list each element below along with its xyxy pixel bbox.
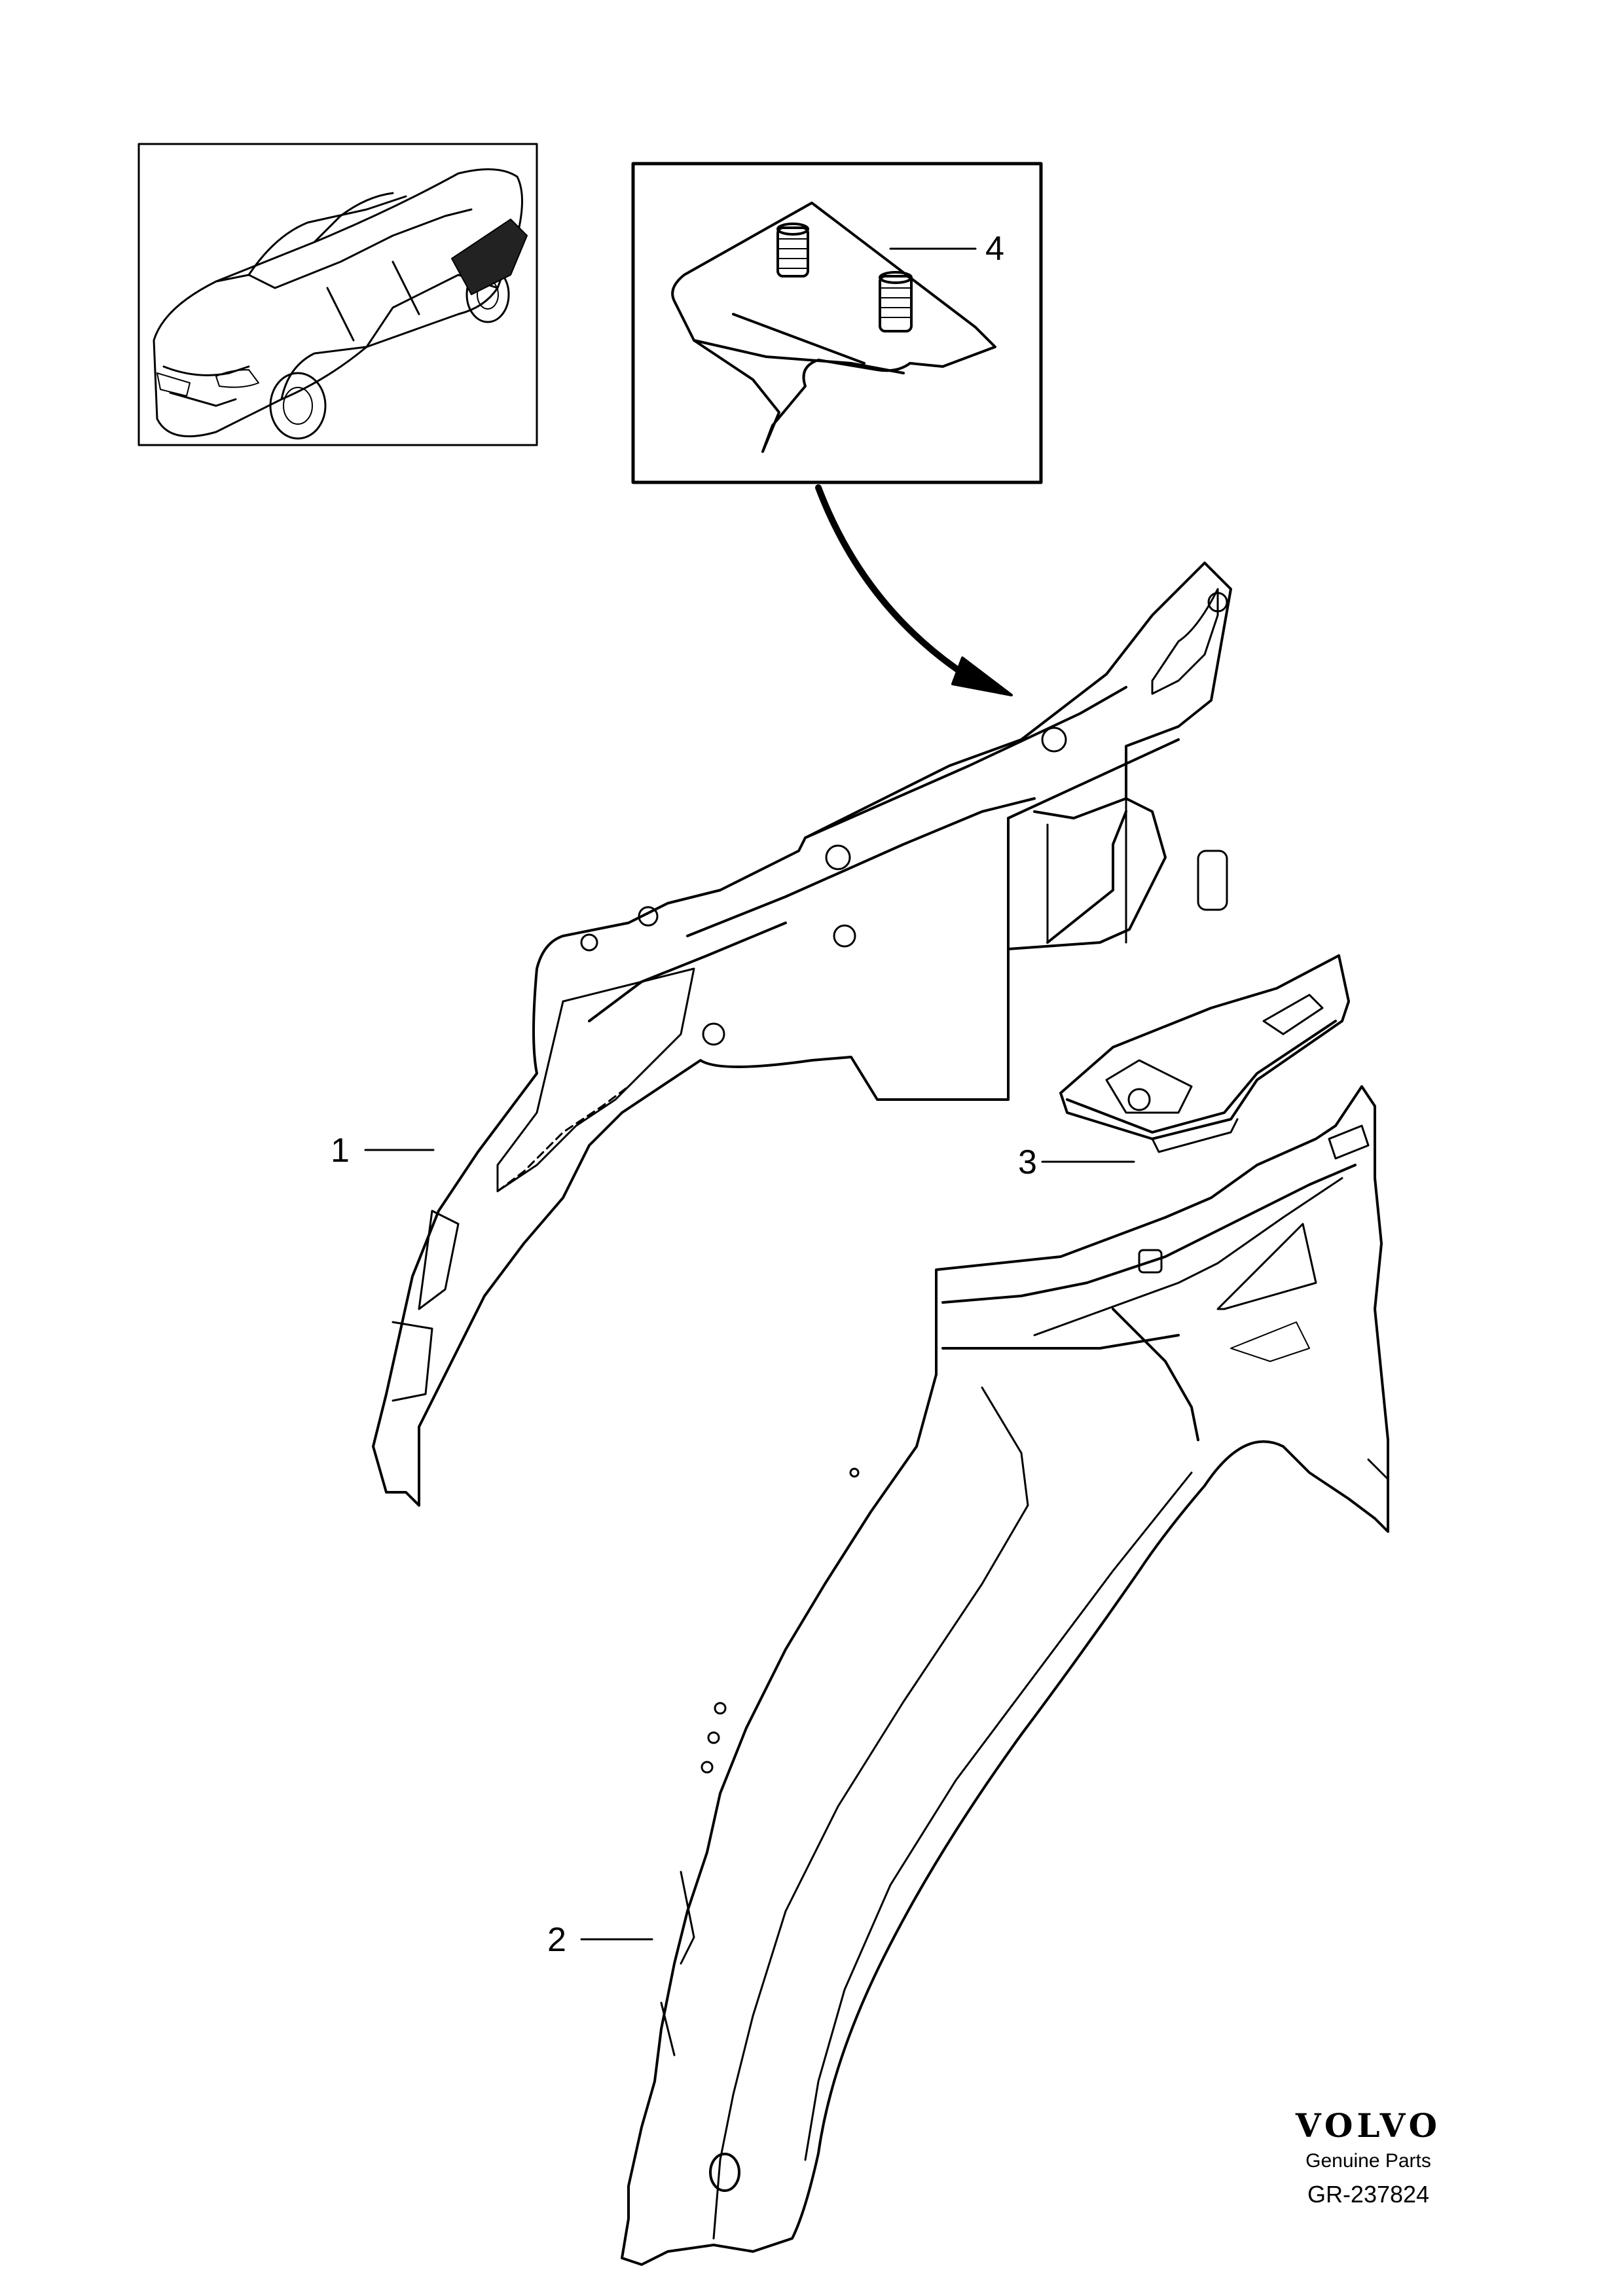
car-overview-thumbnail [137, 143, 538, 446]
part-1-inner-apron [364, 562, 1232, 1507]
detail-inset-item-4 [631, 162, 1043, 484]
stud-right [879, 275, 913, 332]
callout-label-4: 4 [985, 230, 1004, 268]
headlight [215, 369, 259, 388]
grille [156, 372, 191, 397]
callout-label-2: 2 [547, 1921, 566, 1959]
pointer-arrow [815, 484, 1013, 696]
part-2-wheel-arch-panel [580, 1085, 1389, 2266]
brand-subtitle: Genuine Parts [1305, 2150, 1431, 2172]
diagram-reference-code: GR-237824 [1307, 2181, 1430, 2208]
front-wheel-hub [283, 387, 313, 425]
front-wheel [269, 372, 327, 440]
bracket-plate [671, 202, 996, 453]
highlighted-area [451, 219, 528, 295]
volvo-logo: VOLVO [1295, 2106, 1442, 2145]
stud-left [776, 226, 809, 278]
callout-label-3: 3 [1018, 1143, 1037, 1181]
part-3-bracket [1041, 954, 1350, 1163]
callout-label-1: 1 [331, 1132, 350, 1170]
brand-block: VOLVO Genuine Parts GR-237824 [1231, 2108, 1506, 2210]
